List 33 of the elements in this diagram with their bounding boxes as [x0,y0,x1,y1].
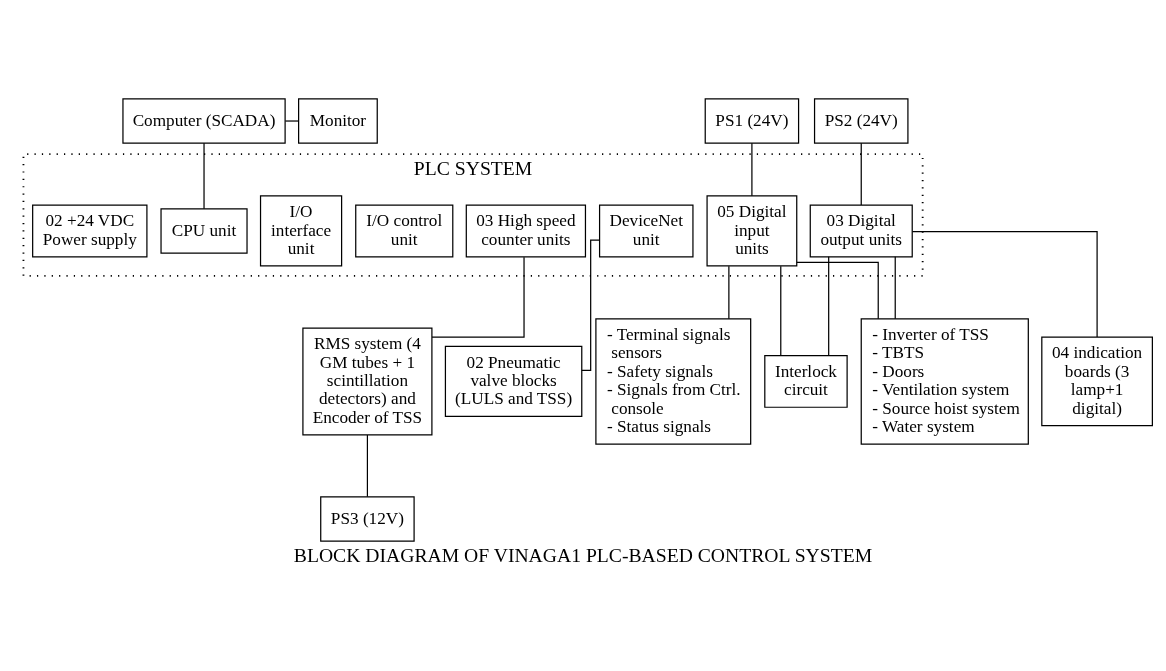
node-box: 05 Digital input units [706,194,798,267]
node-box: PS3 (12V) [320,495,415,542]
node-box: PS1 (24V) [704,97,800,144]
connector [203,142,205,209]
connector [911,230,1098,337]
node-box: PS2 (24V) [813,97,909,144]
node-box: I/O control unit [355,204,454,257]
node-box: RMS system (4 GM tubes + 1 scintillation detectors) and Encoder of TSS [302,326,433,435]
connector [780,265,782,356]
node-box: - Inverter of TSS - TBTS - Doors - Ventilation system - Source hoist system - Water system [860,317,1029,445]
connector [751,142,753,196]
connector [284,119,300,122]
node-box: 03 Digital output units [809,204,913,257]
node-box: Interlock circuit [764,354,848,408]
node-box: Monitor [298,97,378,144]
node-box: 03 High speed counter units [465,204,587,257]
connector [366,433,369,497]
node-box: - Terminal signals sensors - Safety signals - Signals from Ctrl. console - Status signals [595,317,752,445]
connector [581,239,600,371]
connector [860,142,862,205]
connector [828,255,830,356]
node-box: DeviceNet unit [598,204,694,257]
node-box: 02 +24 VDC Power supply [32,204,148,257]
node-box: 04 indication boards (3 lamp+1 digital) [1041,336,1153,426]
connector [894,255,896,319]
caption: BLOCK DIAGRAM OF VINAGA1 PLC-BASED CONTROL SYSTEM [293,543,873,566]
connector [796,261,879,319]
connector [431,256,525,338]
node-box: I/O interface unit [259,194,343,267]
node-box: Computer (SCADA) [122,97,286,144]
connector [728,265,730,319]
node-box: 02 Pneumatic valve blocks (LULS and TSS) [444,345,583,417]
node-box: CPU unit [160,207,248,254]
